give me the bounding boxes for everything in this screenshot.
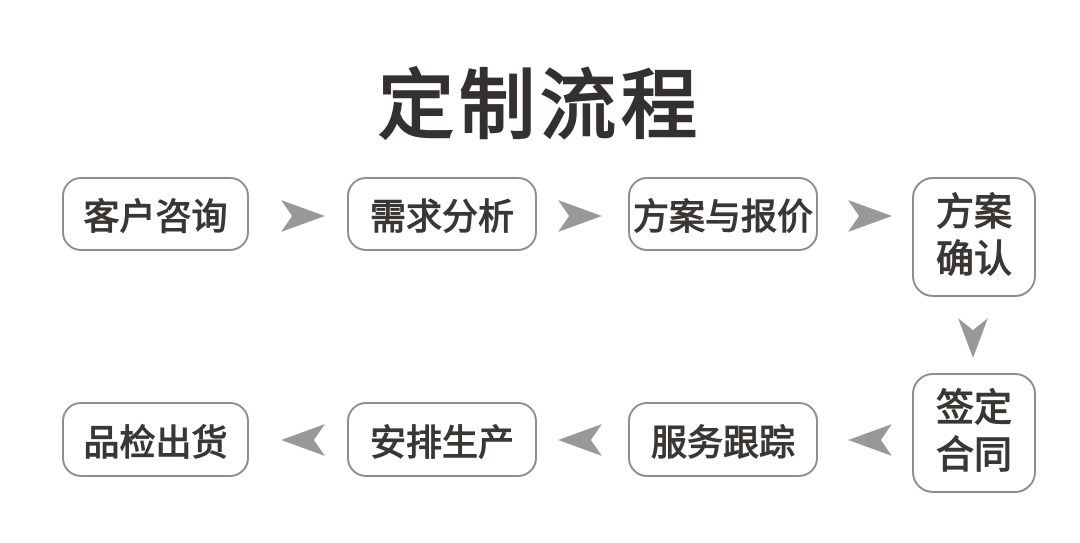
- arrow-right-icon: [558, 200, 602, 232]
- page-title: 定制流程: [378, 64, 702, 149]
- arrow-left-icon: [281, 424, 325, 456]
- flow-step-quality-check-shipping: 品检出货: [62, 402, 249, 477]
- arrow-down-icon: [958, 318, 988, 358]
- flow-step-service-tracking: 服务跟踪: [628, 402, 818, 477]
- flow-step-proposal-confirmation: 方案 确认: [912, 177, 1036, 297]
- arrow-left-icon: [848, 424, 892, 456]
- flow-step-label-line1: 方案: [935, 191, 1012, 234]
- flow-step-label: 服务跟踪: [650, 421, 795, 463]
- flow-step-arrange-production: 安排生产: [347, 402, 537, 477]
- flow-step-sign-contract: 签定 合同: [912, 373, 1036, 493]
- flow-step-proposal-and-quote: 方案与报价: [628, 177, 818, 251]
- arrow-right-icon: [281, 200, 325, 232]
- arrow-right-icon: [848, 200, 892, 232]
- flow-step-label: 客户咨询: [83, 196, 228, 237]
- flow-step-label-line1: 签定: [935, 387, 1012, 430]
- flow-step-label: 需求分析: [369, 196, 514, 237]
- flow-step-requirement-analysis: 需求分析: [347, 177, 537, 251]
- flow-step-label: 方案与报价: [632, 196, 813, 237]
- flow-step-label-line2: 合同: [935, 435, 1012, 477]
- flow-step-customer-inquiry: 客户咨询: [62, 177, 249, 251]
- flow-step-label-line2: 确认: [935, 239, 1012, 281]
- flow-step-label: 安排生产: [369, 421, 514, 463]
- arrow-left-icon: [558, 424, 602, 456]
- flow-step-label: 品检出货: [83, 421, 228, 463]
